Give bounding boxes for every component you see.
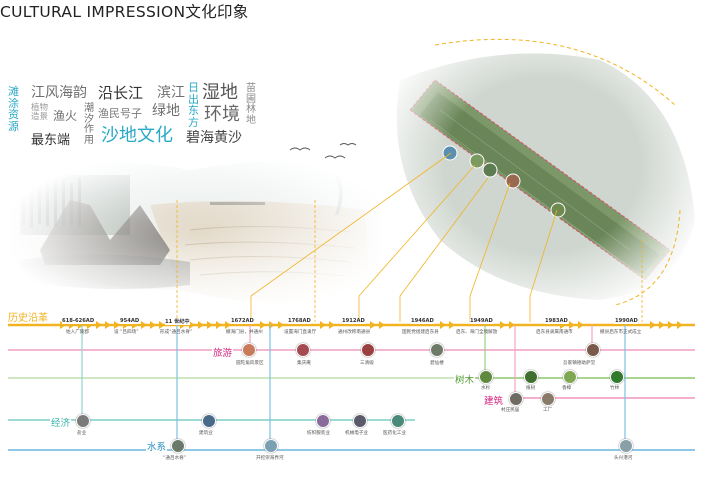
map-connector-lines — [250, 152, 558, 322]
category-label-architecture: 建筑 — [483, 393, 505, 407]
node-label: 头兴港河 — [614, 456, 633, 461]
word-lvdi: 绿地 — [152, 103, 180, 119]
node-label: “通吕水脊” — [163, 456, 187, 461]
node-label: 圆陀角风景区 — [236, 361, 264, 366]
node-label: 集庆庵 — [297, 361, 311, 366]
map-marker-photo — [482, 162, 498, 178]
node-photo — [610, 370, 624, 384]
event-year: 1768AD — [288, 318, 311, 324]
event-year: 1912AD — [342, 318, 365, 324]
event-desc: 形成“通吕水脊” — [160, 330, 193, 335]
event-desc: 国民党组建启东县 — [402, 330, 439, 335]
word-shidi: 湿地 — [202, 82, 238, 103]
event-desc: 设 “吕四场” — [114, 330, 139, 335]
category-label-water: 水系 — [146, 439, 168, 453]
node-photo — [296, 343, 310, 357]
event-year: 1990AD — [615, 318, 638, 324]
word-shadi-wenhua: 沙地文化 — [101, 125, 173, 146]
node-label: 建筑业 — [199, 431, 213, 436]
event-desc: 通州改称南通县 — [338, 330, 371, 335]
word-bihai-huangsha: 碧海黄沙 — [186, 130, 242, 146]
node-photo — [171, 439, 185, 453]
event-desc: 始入广陵郡 — [66, 330, 89, 335]
category-label-economy: 经济 — [50, 415, 72, 429]
node-photo — [479, 370, 493, 384]
dashed-drop-lines — [176, 200, 643, 322]
node-label: 碧仙楼 — [430, 361, 444, 366]
word-yumin-haozi: 渔民号子 — [98, 107, 142, 120]
category-label-tourism: 旅游 — [212, 345, 234, 359]
node-photo — [76, 414, 90, 428]
event-year: 1946AD — [411, 318, 434, 324]
node-photo — [391, 414, 405, 428]
word-tantu-ziyuan: 滩涂资源 — [8, 85, 19, 133]
word-zhiwu-zaojing: 植物造景 — [31, 103, 49, 123]
event-desc: 撤海门县，并通州 — [226, 330, 263, 335]
node-label: 开挖崇海界河 — [256, 456, 284, 461]
node-label: 三清殿 — [360, 361, 374, 366]
node-label: 工厂 — [543, 408, 553, 413]
node-label: 纺织服装业 — [307, 431, 330, 436]
event-year: 1949AD — [470, 318, 493, 324]
node-photo — [541, 392, 555, 406]
node-photo — [509, 392, 523, 406]
node-photo — [430, 343, 444, 357]
node-photo — [316, 414, 330, 428]
node-label: 机械电子业 — [345, 431, 368, 436]
event-desc: 启东、海门全境解放 — [456, 330, 498, 335]
node-label: 吾家镇德助萨堂 — [563, 361, 596, 366]
node-label: 村庄民居 — [501, 408, 520, 413]
event-year: 618-626AD — [62, 318, 95, 324]
word-chaoxi-zuoyong: 潮汐作用 — [84, 103, 94, 146]
node-photo — [524, 370, 538, 384]
word-yuhuo: 渔火 — [53, 109, 78, 123]
node-photo — [353, 414, 367, 428]
category-label-forest: 树木 — [454, 372, 476, 386]
node-label: 香樟 — [562, 386, 572, 391]
page-title: CULTURAL IMPRESSION文化印象 — [0, 3, 249, 21]
map-marker-photo — [469, 153, 485, 169]
event-year: 1983AD — [545, 318, 568, 324]
map-marker-photo — [550, 202, 566, 218]
event-year: 954AD — [120, 318, 140, 324]
node-photo — [242, 343, 256, 357]
node-photo — [361, 343, 375, 357]
node-photo — [264, 439, 278, 453]
map-photo — [380, 20, 705, 310]
photo-collage — [0, 143, 400, 320]
event-desc: 设置海门直隶厅 — [284, 330, 317, 335]
node-label: 医药化工业 — [383, 431, 406, 436]
event-desc: 启东县隶属南通市 — [536, 330, 573, 335]
node-label: 竹林 — [610, 386, 620, 391]
node-photo — [619, 439, 633, 453]
event-desc: 撤县启东市正式成立 — [600, 330, 642, 335]
timeline-title: 历史沿革 — [8, 313, 48, 324]
node-photo — [202, 414, 216, 428]
node-label: 水杉 — [481, 386, 491, 391]
node-label: 盐业 — [77, 431, 87, 436]
word-jiangfeng-haiyun: 江风海韵 — [31, 85, 87, 101]
word-yan-changjiang: 沿长江 — [98, 84, 144, 102]
event-year: 11 世纪中 — [165, 318, 190, 325]
site-map — [380, 20, 705, 310]
event-year: 1672AD — [231, 318, 254, 324]
node-photo — [586, 343, 600, 357]
word-zui-dongduan: 最东端 — [31, 133, 71, 148]
word-binjiang: 滨江 — [157, 85, 185, 101]
node-photo — [563, 370, 577, 384]
node-label: 植树 — [526, 386, 536, 391]
word-miaopu-lindi: 苗圃林地 — [246, 83, 256, 126]
vertical-links — [81, 325, 626, 450]
word-huanjing: 环境 — [204, 104, 240, 125]
word-richu-dongfang: 日出东方 — [188, 81, 199, 129]
